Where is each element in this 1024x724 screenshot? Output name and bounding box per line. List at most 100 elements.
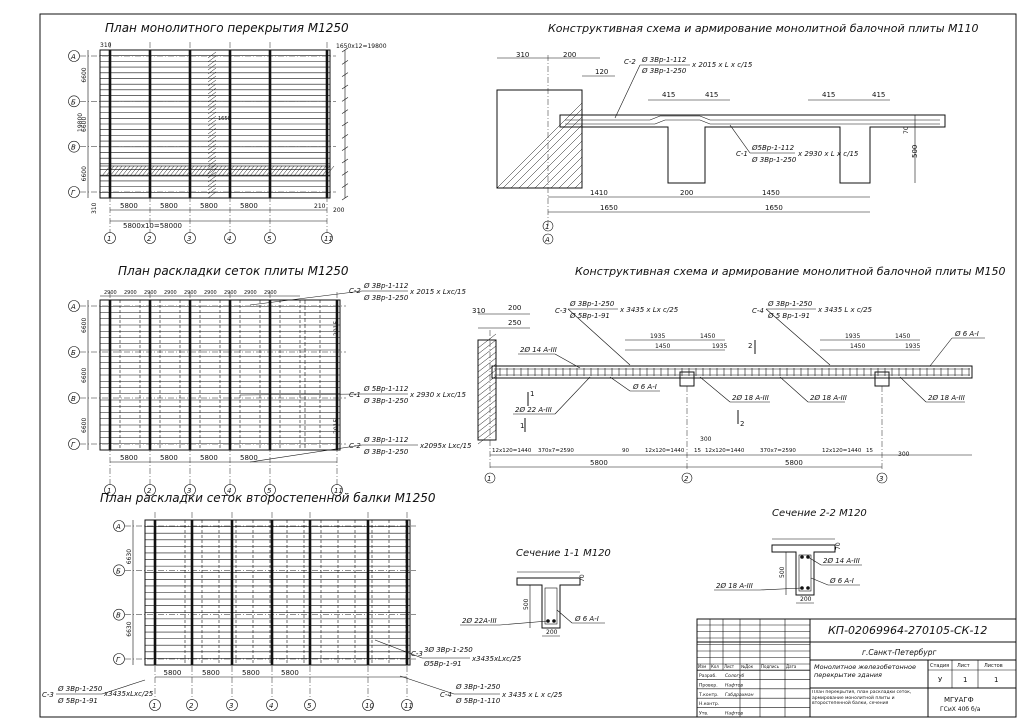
m150-c3-bar1: Ø 3Вр-1-250 (569, 300, 615, 308)
m150-db-4: 12х120=1440 (705, 448, 745, 454)
p2-topdim-5: 2900 (204, 290, 217, 296)
p2-dimb-1: 5800 (160, 454, 178, 462)
p1-diml-0: 6600 (81, 67, 88, 82)
mesh-c2-bar1: Ø 3Вр-1-112 (641, 56, 687, 64)
bp-c3-bar1: 3Ø 3Вр-1-250 (424, 646, 473, 654)
mp-c2-label: С-2 (349, 287, 361, 295)
m150-rebar-2d18-b: 2Ø 18 А-III (810, 394, 847, 402)
m150-rebar-2d18-a: 2Ø 18 А-III (732, 394, 769, 402)
section2-stirrup (798, 554, 812, 592)
section-2-2: 70 500 200 2Ø 18 А-III 2Ø 14 А-III Ø 6 А… (714, 538, 862, 604)
p2-dimb-0: 5800 (120, 454, 138, 462)
s1-dim-500: 500 (523, 598, 530, 610)
dim-1650-b: 1650 (765, 204, 783, 212)
title-section-2-2: Сечение 2-2 М120 (772, 508, 867, 519)
mesh-c1-size: х 2930 х L х с/15 (797, 150, 859, 158)
p1-axis-2: В (71, 144, 76, 152)
cut-1-top: 1 (530, 390, 534, 398)
p2-topdim-0: 2900 (104, 290, 117, 296)
p1-dim-right-note: 1650х12=19800 (336, 43, 387, 50)
sheet-frame (39, 13, 1017, 718)
dim-415-b: 415 (705, 91, 718, 99)
wall-hatch (496, 102, 583, 189)
m150-db-2: 90 (622, 448, 629, 454)
m150-c4-label: С-4 (752, 307, 764, 315)
p2-topdim-8: 2900 (264, 290, 277, 296)
p1-axisnum-3: 4 (227, 235, 231, 243)
m150-dim-250: 250 (508, 319, 521, 327)
stamp-sheets-head: Листов (984, 663, 1003, 669)
slab-section-m110 (559, 114, 946, 184)
m150-dim-300-b: 300 (898, 451, 910, 458)
title-beam-mesh-plan: План раскладки сеток второстепенной балк… (100, 491, 436, 505)
dim-310: 310 (516, 51, 529, 59)
m150-c4-size: х 3435 L х с/25 (817, 306, 873, 314)
stamp-row-2: Т.контр. (698, 692, 719, 698)
p1-axisnum-0: 1 (107, 235, 111, 243)
mesh-c2-bar2: Ø 3Вр-1-250 (641, 67, 687, 75)
dim-200-b: 200 (680, 189, 693, 197)
p2-axisnum-1: 2 (147, 487, 152, 495)
mp-c1-bar1: Ø 5Вр-1-112 (363, 385, 409, 393)
stamp-col-3: №Док (741, 664, 754, 669)
bp-c4-bar2: Ø 5Вр-1-110 (455, 697, 501, 705)
bp-c3l-bar2: Ø 5Вр-1-91 (57, 697, 98, 705)
p1-axisnum-5: 11 (324, 235, 333, 243)
section1-outline (516, 577, 581, 629)
p2-topdim-3: 2900 (164, 290, 177, 296)
mp-dim-2015-b: 2015 (333, 419, 340, 434)
p3-dimb-3: 5800 (281, 669, 299, 677)
stamp-col-4: Подпись (761, 664, 780, 669)
m150-rebar-2d18-c: 2Ø 18 А-III (928, 394, 965, 402)
p3-axis-3: Г (116, 656, 121, 664)
s1-label-2d22: 2Ø 22А-III (462, 617, 497, 625)
stamp-sheet-head: Лист (957, 663, 970, 669)
m150-dim-1450-d: 1450 (850, 343, 865, 350)
title-scheme-m110: Конструктивная схема и армирование монол… (548, 22, 979, 35)
p3-diml-1: 6630 (126, 621, 133, 636)
wall-m110 (496, 89, 583, 189)
m150-dim-1935-a: 1935 (650, 333, 665, 340)
s2-label-d6: Ø 6 А-I (829, 577, 854, 585)
p1-axis-0: А (70, 53, 76, 61)
bp-c3l-label: С-3 (42, 691, 54, 699)
p1-dim-corner-left: 310 (91, 202, 98, 214)
m150-db-3: 12х120=1440 (645, 448, 685, 454)
p2-topdim-2: 2900 (144, 290, 157, 296)
p1-dimb-2: 5800 (200, 202, 218, 210)
p1-axis-3: Г (71, 189, 76, 197)
bp-c4-bar1: Ø 3Вр-1-250 (455, 683, 501, 691)
section1-stirrup (544, 587, 558, 625)
cut-2-top: 2 (748, 342, 752, 350)
stamp-row-0: Разраб. (699, 673, 717, 679)
stamp-col-0: Изм (698, 664, 706, 669)
stamp-city: г.Санкт-Петербург (862, 648, 936, 657)
p3-axisnum-6: 11 (404, 702, 413, 710)
p2-topdim-6: 2900 (224, 290, 237, 296)
m150-rebar-2d22: 2Ø 22 А-III (515, 406, 552, 414)
p2-axisnum-5: 11 (334, 487, 343, 495)
m150-db-5: 370х7=2590 (760, 448, 796, 454)
p2-diml-2: 6600 (81, 418, 88, 433)
mp-c1-size: х 2930 х Lхс/15 (409, 391, 466, 399)
section-1-1: 70 500 200 2Ø 22А-III Ø 6 А-I (460, 571, 605, 637)
stamp-name-4: Нафтов (725, 711, 743, 717)
title-section-1-1: Сечение 1-1 М120 (516, 548, 611, 559)
p1-dim-inner: 1650 (218, 116, 231, 122)
bp-c3-size: х3435хLхс/25 (471, 655, 522, 663)
axis-1-m110: 1 (545, 223, 549, 231)
mp-c2-bar1: Ø 3Вр-1-112 (363, 282, 409, 290)
p3-dimb-2: 5800 (242, 669, 260, 677)
s2-label-2d14: 2Ø 14 А-III (823, 557, 860, 565)
p1-dim-corner-right: 210 (314, 203, 326, 210)
bp-c4-size: х 3435 х L х с/25 (501, 691, 563, 699)
m150-db-6: 12х120=1440 (822, 448, 862, 454)
stamp-content: План перекрытия, план раскладки сеток, а… (812, 690, 912, 706)
m150-axis-2: 2 (684, 475, 689, 483)
scheme-m150: 310 200 250 С-3 Ø 3Вр-1-250 Ø 5Вр-1-91 х… (472, 300, 985, 484)
p1-dimb-0: 5800 (120, 202, 138, 210)
